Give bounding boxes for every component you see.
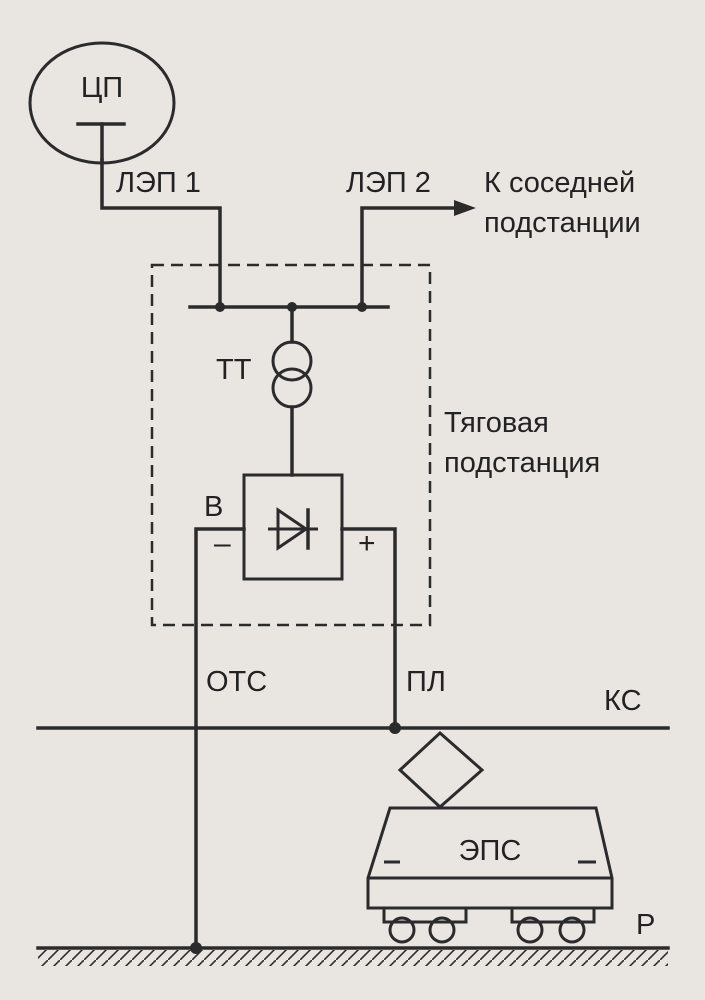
arrow-head-icon (454, 200, 476, 216)
label-neighbor-substation-2: подстанции (484, 207, 641, 239)
label-supply-feeder: ПЛ (406, 666, 446, 698)
rectifier-box (242, 473, 344, 581)
junction-dot (215, 302, 225, 312)
substation-boundary (150, 263, 432, 627)
transformer-coil-icon (271, 340, 313, 382)
label-traction-transformer: ТТ (216, 354, 252, 386)
wheel-icon (428, 916, 456, 944)
power-line-2 (360, 206, 460, 309)
label-central-plant: ЦП (80, 72, 124, 104)
label-rectifier: В (204, 491, 224, 523)
label-traction-substation-2: подстанция (444, 447, 601, 479)
wheel-icon (516, 916, 544, 944)
label-traction-substation: Тяговая (444, 407, 549, 439)
label-minus: – (214, 527, 231, 560)
pantograph-icon (397, 730, 485, 810)
junction-dot (357, 302, 367, 312)
label-power-line-2: ЛЭП 2 (346, 167, 431, 199)
return-feeder (194, 527, 246, 950)
bogie-frame (382, 906, 468, 924)
wheel-icon (388, 916, 416, 944)
label-neighbor-substation: К соседней (484, 167, 636, 199)
label-rail: Р (636, 909, 656, 941)
supply-feeder (340, 527, 397, 730)
label-power-line-1: ЛЭП 1 (116, 167, 201, 199)
wheel-icon (558, 916, 586, 944)
ground-hatch (38, 950, 668, 966)
label-contact-network: КС (604, 685, 642, 717)
label-electric-rolling-stock: ЭПС (458, 835, 522, 867)
label-return-feeder: ОТС (206, 666, 268, 698)
transformer-coil-icon (271, 367, 313, 409)
bogie-frame (510, 906, 596, 924)
power-line-1 (100, 158, 222, 309)
label-plus: + (358, 527, 376, 560)
